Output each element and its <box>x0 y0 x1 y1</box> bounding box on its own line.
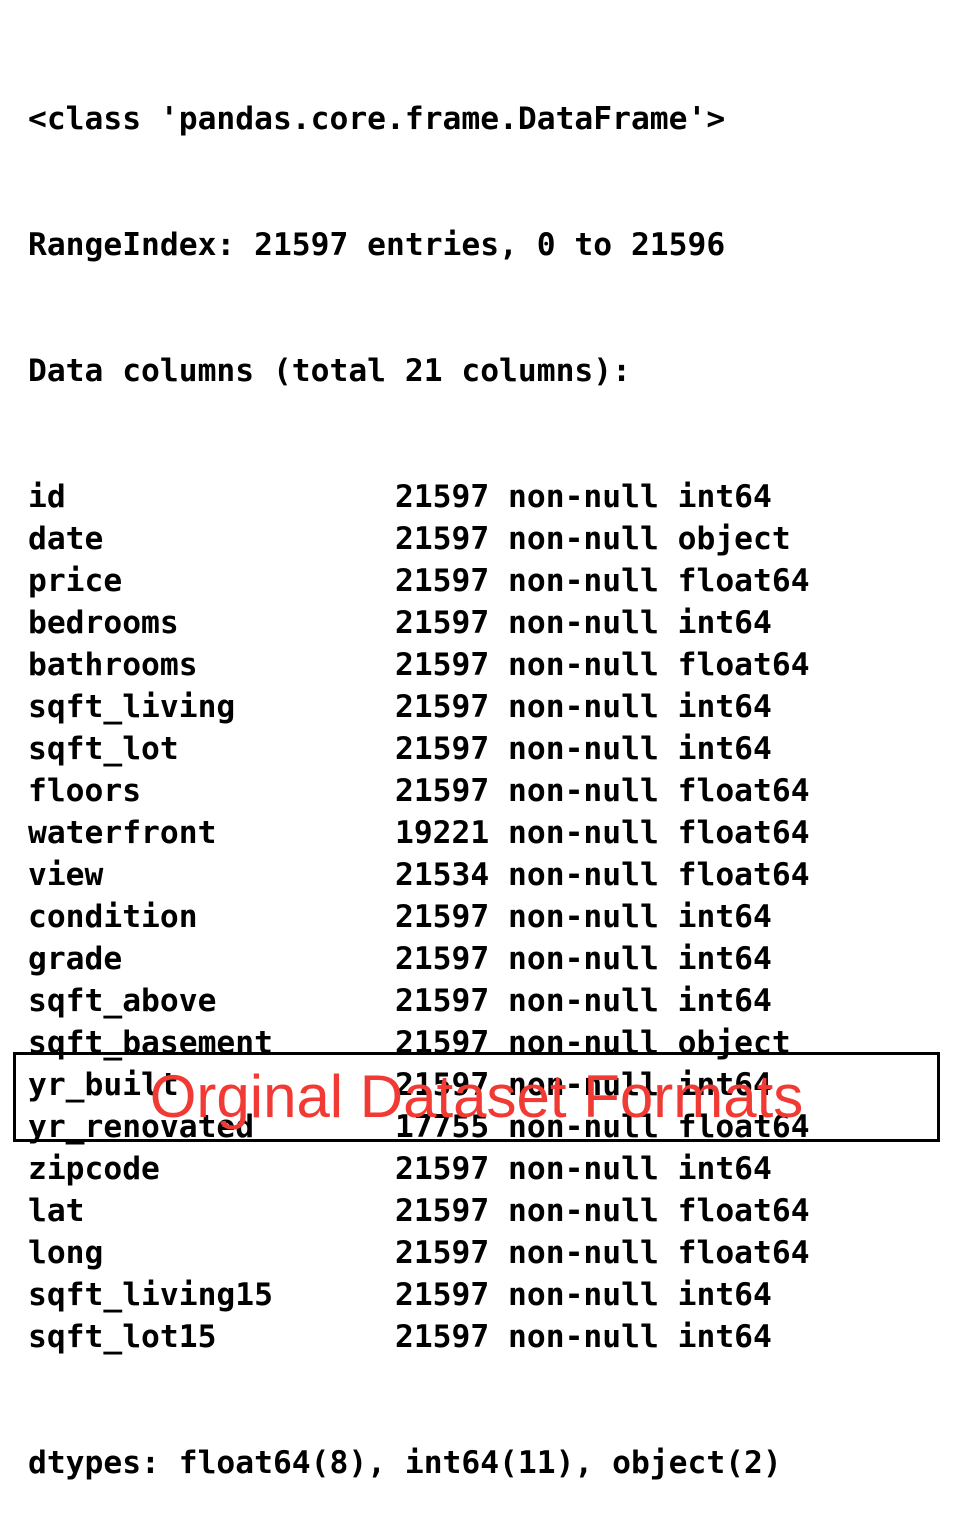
column-name: sqft_lot15 <box>28 1319 217 1355</box>
column-name: bathrooms <box>28 647 198 683</box>
column-name: sqft_above <box>28 983 217 1019</box>
column-info: 19221 non-null float64 <box>395 815 810 851</box>
column-info: 21597 non-null object <box>395 521 791 557</box>
column-name: view <box>28 857 104 893</box>
column-info: 21597 non-null int64 <box>395 983 772 1019</box>
column-row: id 21597 non-null int64 <box>28 476 810 518</box>
column-row: grade 21597 non-null int64 <box>28 938 810 980</box>
column-info: 21597 non-null int64 <box>395 1277 772 1313</box>
column-info: 21597 non-null int64 <box>395 899 772 935</box>
column-row: sqft_above 21597 non-null int64 <box>28 980 810 1022</box>
column-name: long <box>28 1235 104 1271</box>
column-info: 21597 non-null float64 <box>395 1193 810 1229</box>
column-name: floors <box>28 773 142 809</box>
column-info: 21597 non-null float64 <box>395 773 810 809</box>
column-name: sqft_lot <box>28 731 179 767</box>
dtypes-line: dtypes: float64(8), int64(11), object(2) <box>28 1445 782 1481</box>
column-name: id <box>28 479 66 515</box>
column-row: sqft_living 21597 non-null int64 <box>28 686 810 728</box>
column-row: sqft_basement 21597 non-null object <box>28 1022 810 1064</box>
column-row: zipcode 21597 non-null int64 <box>28 1148 810 1190</box>
column-name: sqft_living <box>28 689 236 725</box>
column-name: waterfront <box>28 815 217 851</box>
column-name: sqft_living15 <box>28 1277 273 1313</box>
caption-box: Orginal Dataset Formats <box>13 1052 940 1142</box>
column-name: price <box>28 563 123 599</box>
column-info: 21597 non-null int64 <box>395 605 772 641</box>
column-name: lat <box>28 1193 85 1229</box>
column-list: id 21597 non-null int64 date 21597 non-null… <box>28 476 810 1358</box>
column-name: zipcode <box>28 1151 160 1187</box>
column-row: long 21597 non-null float64 <box>28 1232 810 1274</box>
column-row: bedrooms 21597 non-null int64 <box>28 602 810 644</box>
column-info: 21534 non-null float64 <box>395 857 810 893</box>
column-info: 21597 non-null int64 <box>395 689 772 725</box>
data-columns-line: Data columns (total 21 columns): <box>28 353 631 389</box>
column-info: 21597 non-null int64 <box>395 1319 772 1355</box>
column-row: bathrooms 21597 non-null float64 <box>28 644 810 686</box>
column-info: 21597 non-null int64 <box>395 1067 772 1103</box>
column-info: 21597 non-null object <box>395 1025 791 1061</box>
column-row: lat 21597 non-null float64 <box>28 1190 810 1232</box>
column-info: 21597 non-null int64 <box>395 479 772 515</box>
range-index-line: RangeIndex: 21597 entries, 0 to 21596 <box>28 227 726 263</box>
column-row: condition 21597 non-null int64 <box>28 896 810 938</box>
column-info: 21597 non-null float64 <box>395 1235 810 1271</box>
dataframe-info-output: <class 'pandas.core.frame.DataFrame'> Ra… <box>28 14 810 1526</box>
column-row: sqft_lot 21597 non-null int64 <box>28 728 810 770</box>
column-name: date <box>28 521 104 557</box>
column-row: sqft_lot15 21597 non-null int64 <box>28 1316 810 1358</box>
column-name: grade <box>28 941 123 977</box>
column-row: yr_built 21597 non-null int64 <box>28 1064 810 1106</box>
class-line: <class 'pandas.core.frame.DataFrame'> <box>28 101 726 137</box>
column-info: 21597 non-null float64 <box>395 647 810 683</box>
column-row: waterfront 19221 non-null float64 <box>28 812 810 854</box>
column-info: 21597 non-null float64 <box>395 563 810 599</box>
column-row: sqft_living15 21597 non-null int64 <box>28 1274 810 1316</box>
column-name: bedrooms <box>28 605 179 641</box>
column-name: condition <box>28 899 198 935</box>
column-info: 21597 non-null int64 <box>395 941 772 977</box>
column-row: floors 21597 non-null float64 <box>28 770 810 812</box>
column-row: price 21597 non-null float64 <box>28 560 810 602</box>
column-name: yr_built <box>28 1067 179 1103</box>
caption-text: Orginal Dataset Formats <box>149 1063 804 1130</box>
column-row: date 21597 non-null object <box>28 518 810 560</box>
column-name: sqft_basement <box>28 1025 273 1061</box>
column-info: 21597 non-null int64 <box>395 1151 772 1187</box>
column-info: 21597 non-null int64 <box>395 731 772 767</box>
column-row: view 21534 non-null float64 <box>28 854 810 896</box>
